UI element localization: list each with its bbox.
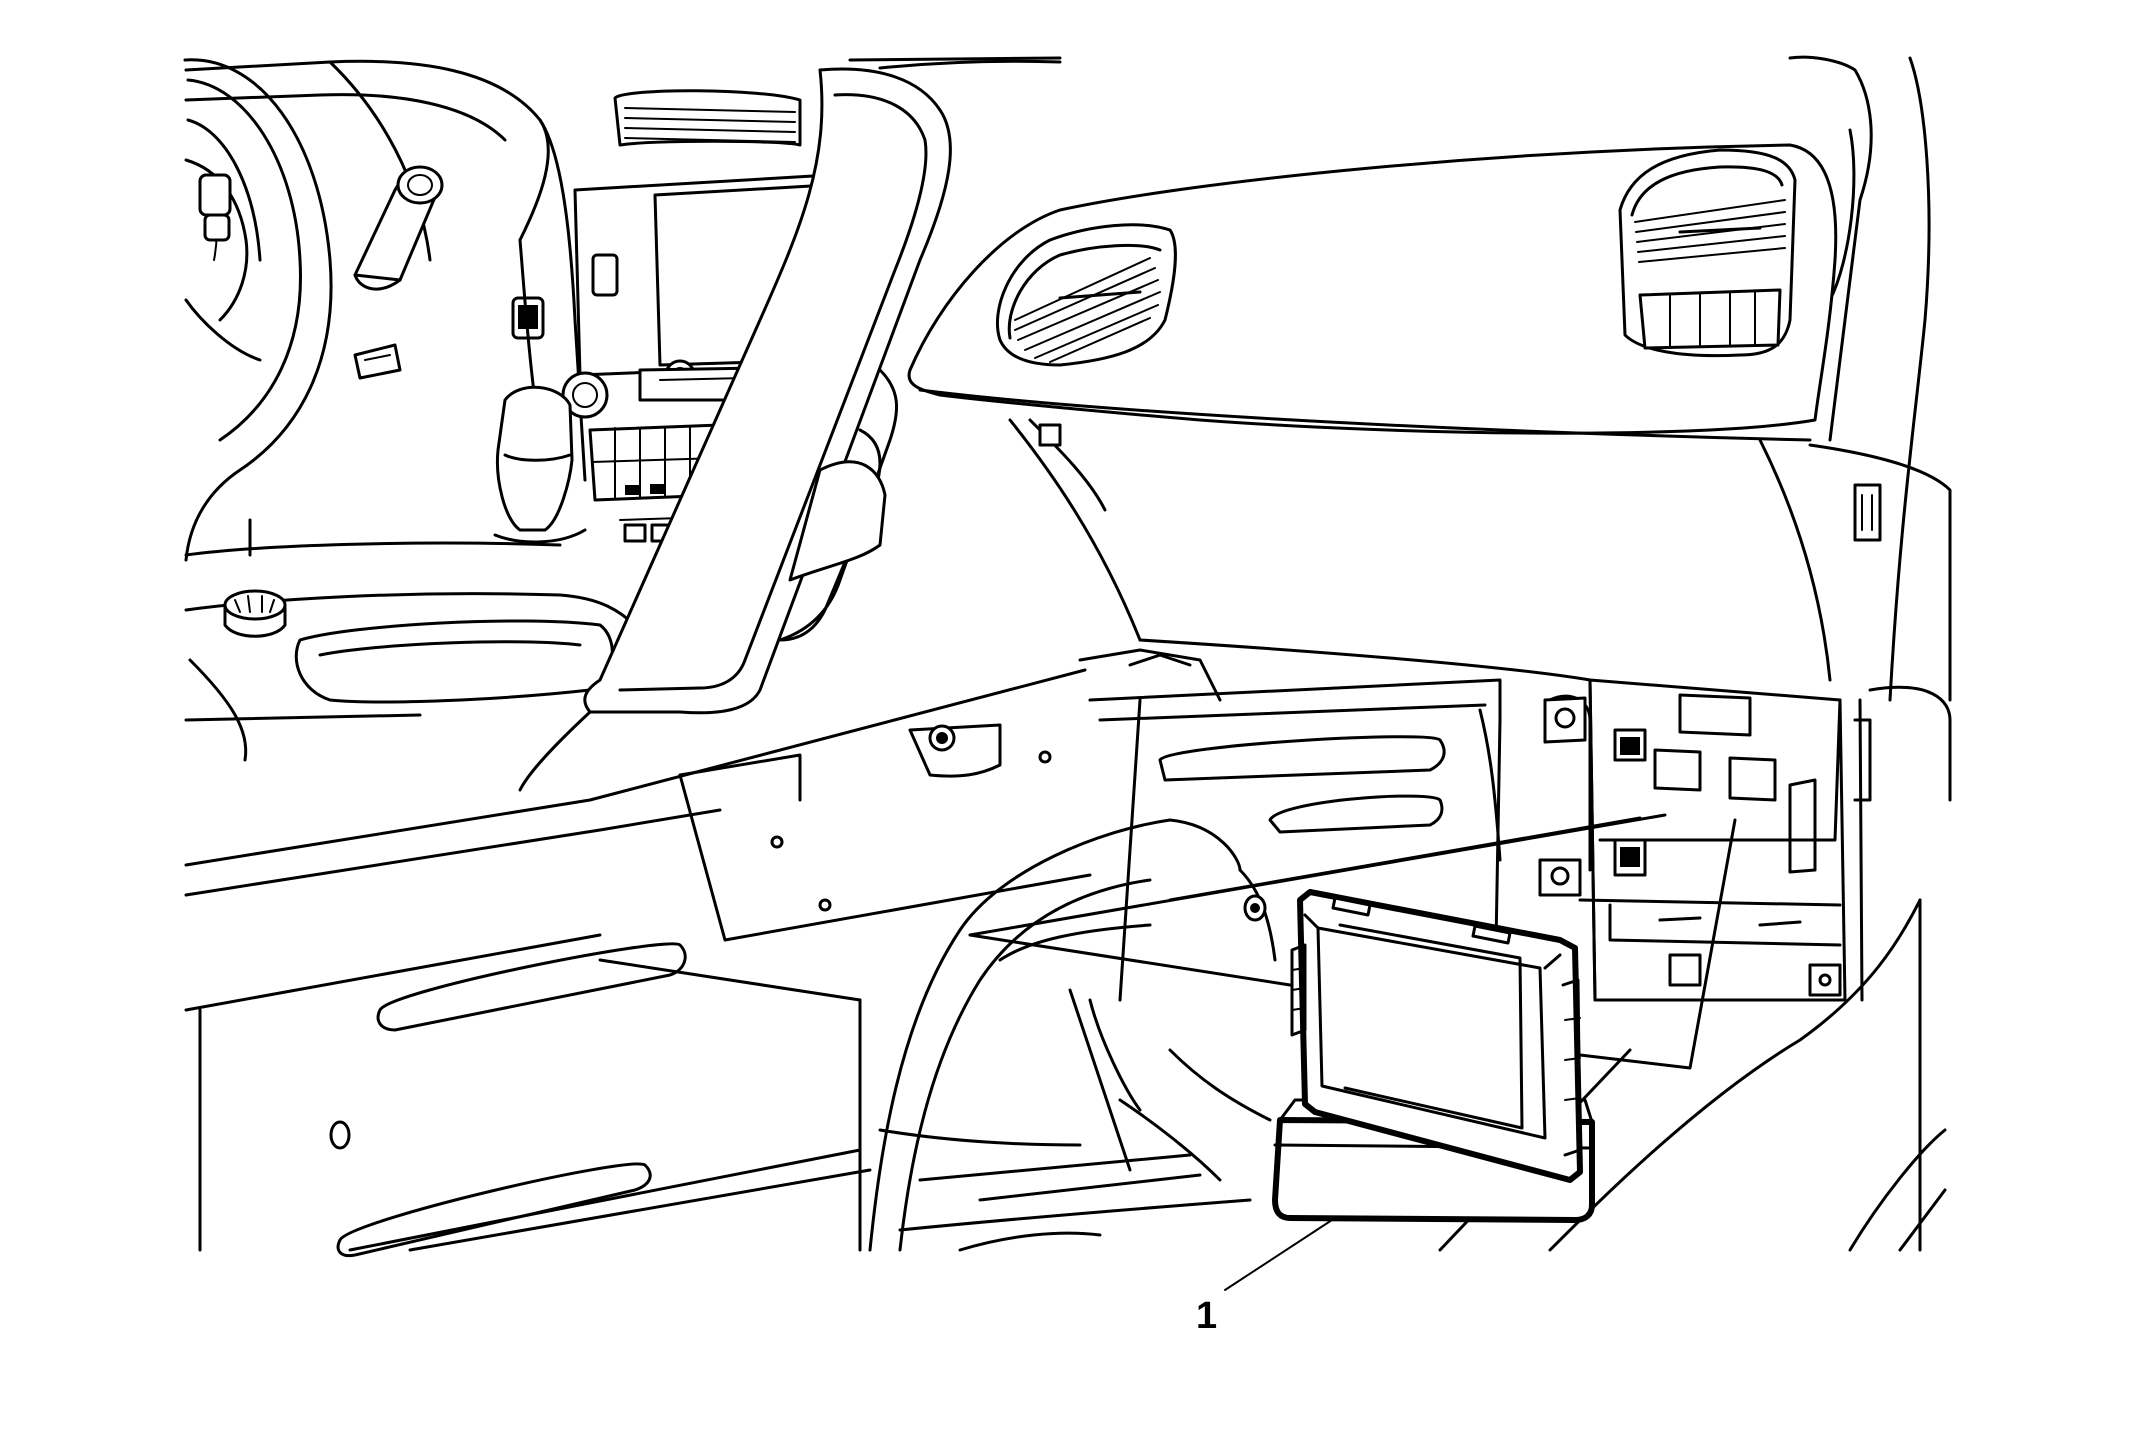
dash-switches-left [353, 296, 545, 380]
center-stack-side-pillar [518, 67, 952, 792]
callout-1-label: 1 [1196, 1295, 1217, 1337]
center-stack [518, 89, 832, 543]
steering-column-stalk [353, 165, 444, 291]
callout-1-leader-line [1224, 1219, 1333, 1291]
lower-cavity [908, 638, 1952, 1002]
center-console [184, 518, 642, 762]
upper-dash-left [184, 56, 1062, 262]
callout-1: 1 [1196, 1219, 1333, 1337]
console-side-panel [184, 668, 1092, 1258]
gear-shifter [493, 385, 587, 544]
installation-leader-lines [968, 813, 1737, 1070]
electronic-control-module [1272, 889, 1595, 1223]
steering-wheel [183, 58, 333, 562]
passenger-dash-panel [907, 55, 1952, 702]
floor-carpet [868, 818, 1947, 1252]
